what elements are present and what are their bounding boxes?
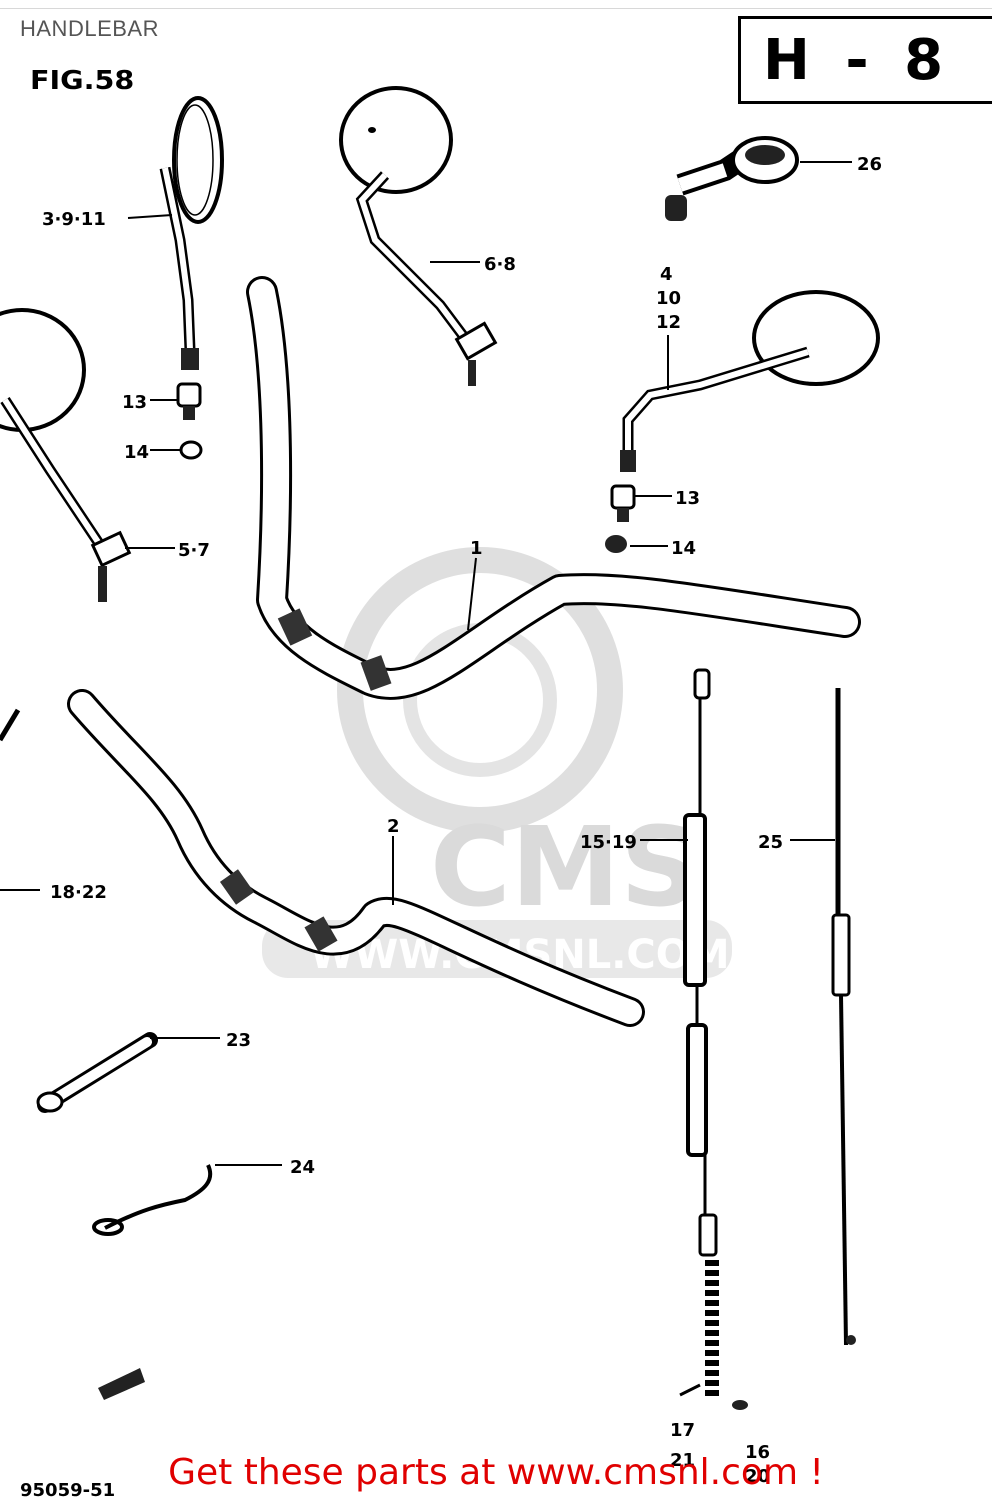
callout-10: 10 xyxy=(656,288,681,309)
nut-13-right xyxy=(610,484,636,522)
callout-15-19: 15·19 xyxy=(580,832,637,853)
brand-mark xyxy=(98,1368,145,1400)
part-18-22-fragment xyxy=(0,708,21,742)
callout-6-8: 6·8 xyxy=(484,254,516,275)
page-title: HANDLEBAR xyxy=(20,16,159,41)
footer-link[interactable]: Get these parts at www.cmsnl.com ! xyxy=(168,1452,824,1493)
washer-14-right xyxy=(605,535,627,553)
mirror-center xyxy=(339,86,498,386)
callout-16: 16 xyxy=(745,1442,770,1463)
callout-17: 17 xyxy=(670,1420,695,1441)
callout-21: 21 xyxy=(670,1450,695,1471)
top-rule xyxy=(0,8,992,9)
part-26-switch xyxy=(665,136,799,221)
part-code: 95059-51 xyxy=(20,1480,115,1500)
mirror-left-upper xyxy=(159,96,224,370)
watermark-brand: CMS xyxy=(430,803,699,931)
callout-14-right: 14 xyxy=(671,538,696,559)
callout-5-7: 5·7 xyxy=(178,540,210,561)
mirror-right xyxy=(620,290,880,472)
callout-18-22: 18·22 xyxy=(50,882,107,903)
nut-13-left xyxy=(176,382,202,420)
callout-24: 24 xyxy=(290,1157,315,1178)
figure-label: FIG.58 xyxy=(30,66,135,96)
callout-12: 12 xyxy=(656,312,681,333)
callout-25: 25 xyxy=(758,832,783,853)
callout-2: 2 xyxy=(387,816,400,837)
washer-14-left xyxy=(179,440,203,460)
clutch-cable xyxy=(679,668,748,1410)
leader-lines xyxy=(0,161,852,1166)
mirror-left-lower xyxy=(0,308,132,602)
callout-3-9-11: 3·9·11 xyxy=(42,209,106,230)
watermark-ring xyxy=(337,547,623,833)
callout-4: 4 xyxy=(660,264,673,285)
callout-20: 20 xyxy=(745,1466,770,1487)
callout-13-left: 13 xyxy=(122,392,147,413)
callout-13-right: 13 xyxy=(675,488,700,509)
handlebar-1 xyxy=(246,276,861,700)
handlebar-2 xyxy=(67,689,645,1027)
part-24-clamp xyxy=(92,1164,213,1236)
callout-23: 23 xyxy=(226,1030,251,1051)
callout-14-left: 14 xyxy=(124,442,149,463)
part-23-bracket xyxy=(36,1032,158,1113)
callout-1: 1 xyxy=(470,538,483,559)
throttle-cable xyxy=(831,688,856,1346)
callout-26: 26 xyxy=(857,154,882,175)
sheet-code-box: H - 8 xyxy=(738,16,992,104)
